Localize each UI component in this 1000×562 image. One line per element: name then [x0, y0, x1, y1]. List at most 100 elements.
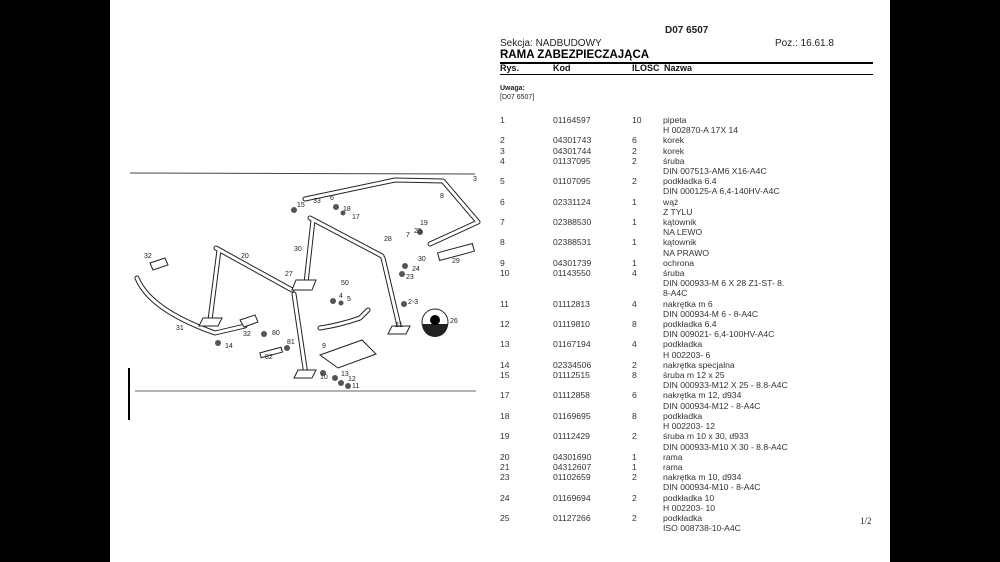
callout: 10 — [320, 374, 328, 381]
callout: 33 — [313, 198, 321, 205]
document-page — [110, 0, 890, 562]
callout: 19 — [420, 220, 428, 227]
diagram-callouts: 32 20 15 33 6 18 17 8 19 25 7 28 30 27 3… — [144, 193, 460, 390]
part-name: nakrętka m 6 — [663, 298, 713, 309]
decal-disc — [421, 308, 449, 337]
part-name: podkładka 6.4 — [663, 319, 717, 330]
part-name: śruba m 12 x 25 — [663, 370, 725, 381]
part-spec: NA PRAWO — [663, 247, 709, 258]
callout: 32 — [243, 331, 251, 338]
row-rys: 24 — [500, 492, 510, 503]
part-name: rama — [663, 451, 683, 462]
callout: 50 — [341, 280, 349, 287]
row-kod: 04312607 — [553, 461, 592, 472]
callout: 32 — [144, 253, 152, 260]
part-spec: DIN 007513-AM6 X16-A4C — [663, 166, 767, 177]
callout: 12 — [348, 376, 356, 383]
part-spec: DIN 000933-M 6 X 28 Z1-ST- 8. — [663, 278, 785, 289]
column-header-ilosc: ILOSC — [632, 63, 660, 73]
part-spec: H 002203- 12 — [663, 421, 716, 432]
part-name: śruba m 10 x 30, d933 — [663, 431, 749, 442]
callout: 5 — [347, 296, 351, 303]
callout: 27 — [285, 271, 293, 278]
row-quantity: 2 — [632, 145, 637, 156]
row-quantity: 1 — [632, 237, 637, 248]
row-kod: 04301739 — [553, 257, 592, 268]
row-rys: 6 — [500, 196, 505, 207]
row-rys: 25 — [500, 512, 510, 523]
part-name: śruba — [663, 268, 685, 279]
column-header-rys: Rys. — [500, 63, 520, 73]
row-rys: 12 — [500, 319, 510, 330]
position-label: Poz.: 16.61.8 — [775, 38, 834, 49]
row-quantity: 2 — [632, 359, 637, 370]
callout: 7 — [406, 232, 410, 239]
row-kod: 01119810 — [553, 319, 590, 330]
callout: 11 — [352, 383, 359, 390]
row-kod: 04301744 — [553, 145, 592, 156]
part-spec: DIN 009021- 6,4-100HV-A4C — [663, 329, 775, 340]
part-spec: H 002870-A 17X 14 — [663, 125, 739, 136]
callout: 18 — [343, 206, 351, 213]
row-kod: 04301690 — [553, 451, 592, 462]
page-title: RAMA ZABEZPIECZAJĄCA — [500, 49, 650, 61]
callout: 14 — [225, 343, 233, 350]
row-rys: 19 — [500, 431, 510, 442]
callout: 80 — [272, 330, 280, 337]
part-name: pipeta — [663, 115, 687, 125]
callout: 21 — [395, 322, 403, 329]
part-name: podkładka — [663, 410, 703, 421]
part-spec: H 002203- 6 — [663, 349, 711, 360]
note: Uwaga: [D07 6507] — [500, 84, 534, 102]
callout: 25 — [414, 228, 422, 235]
row-quantity: 6 — [632, 135, 637, 146]
part-spec: DIN 000934-M12 - 8-A4C — [663, 400, 761, 411]
part-name: rama — [663, 461, 683, 472]
callout: 28 — [384, 236, 392, 243]
row-quantity: 1 — [632, 257, 637, 268]
callout: 17 — [352, 214, 360, 221]
callout: 26 — [450, 318, 458, 325]
row-quantity: 2 — [632, 492, 637, 503]
part-name: kątownik — [663, 217, 697, 228]
callout: 6 — [330, 195, 334, 202]
row-rys: 13 — [500, 339, 510, 350]
part-spec: DIN 000933-M12 X 25 - 8.8-A4C — [663, 380, 788, 391]
row-kod: 02334506 — [553, 359, 592, 370]
row-name: nakrętka specjalna — [663, 360, 840, 370]
part-name: wąż — [663, 196, 679, 207]
row-quantity: 8 — [632, 410, 637, 421]
row-name: rama — [663, 462, 840, 472]
row-quantity: 2 — [632, 431, 637, 442]
part-spec: DIN 000934-M 6 - 8-A4C — [663, 308, 759, 319]
row-kod: 01112429 — [553, 431, 590, 442]
callout: 20 — [241, 253, 249, 260]
row-kod: 01127266 — [553, 512, 591, 523]
callout: 31 — [176, 325, 184, 332]
row-quantity: 8 — [632, 370, 637, 381]
row-kod: 01112515 — [553, 370, 590, 381]
row-rys: 2 — [500, 135, 505, 146]
row-quantity: 2 — [632, 176, 637, 187]
row-quantity: 2 — [632, 472, 637, 483]
row-kod: 01112858 — [553, 390, 590, 401]
